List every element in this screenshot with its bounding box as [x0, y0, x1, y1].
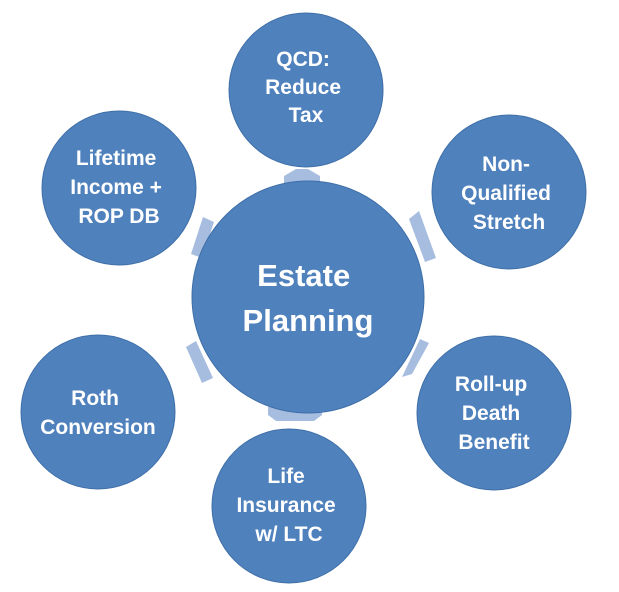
center-label: Estate Planning — [243, 258, 374, 338]
node-label-line: Lifetime — [76, 147, 157, 170]
center-label-line: Planning — [243, 303, 374, 338]
node-life-insurance — [211, 428, 367, 584]
node-label-line: Reduce — [265, 76, 341, 99]
center-label-line: Estate — [257, 258, 350, 293]
node-label-line: Income + — [70, 176, 162, 199]
node-center — [191, 180, 425, 414]
node-label-line: Non- — [482, 153, 530, 176]
node-non-qualified — [431, 114, 587, 270]
node-roth-label: Roth Conversion — [40, 387, 156, 439]
node-life-insurance-label: Life Insurance w/ LTC — [236, 465, 341, 546]
node-label-line: QCD: — [276, 48, 330, 71]
node-label-line: Insurance — [236, 494, 335, 517]
node-lifetime-income — [41, 110, 197, 266]
node-lifetime-income-label: Lifetime Income + ROP DB — [70, 147, 167, 228]
node-label-line: Qualified — [461, 182, 551, 205]
node-label-line: Conversion — [40, 416, 156, 439]
node-roll-up — [416, 335, 572, 491]
node-label-line: Tax — [289, 104, 324, 127]
node-label-line: Benefit — [458, 431, 529, 454]
node-roll-up-label: Roll-up Death Benefit — [455, 373, 533, 454]
node-label-line: Stretch — [473, 211, 545, 234]
node-qcd — [228, 12, 384, 168]
node-label-line: Roth — [71, 387, 119, 410]
arrow-to-roll-up — [402, 339, 429, 377]
node-label-line: Death — [462, 402, 520, 425]
arrow-to-roth — [186, 341, 213, 383]
node-non-qualified-label: Non- Qualified Stretch — [461, 153, 557, 234]
node-label-line: Life — [267, 465, 304, 488]
node-label-line: ROP DB — [78, 205, 159, 228]
arrow-to-non-qualified — [409, 211, 436, 262]
node-label-line: Roll-up — [455, 373, 527, 396]
node-qcd-label: QCD: Reduce Tax — [265, 48, 347, 127]
arrow-to-lifetime-income — [191, 217, 214, 258]
node-label-line: w/ LTC — [254, 523, 322, 546]
node-roth — [20, 334, 176, 490]
